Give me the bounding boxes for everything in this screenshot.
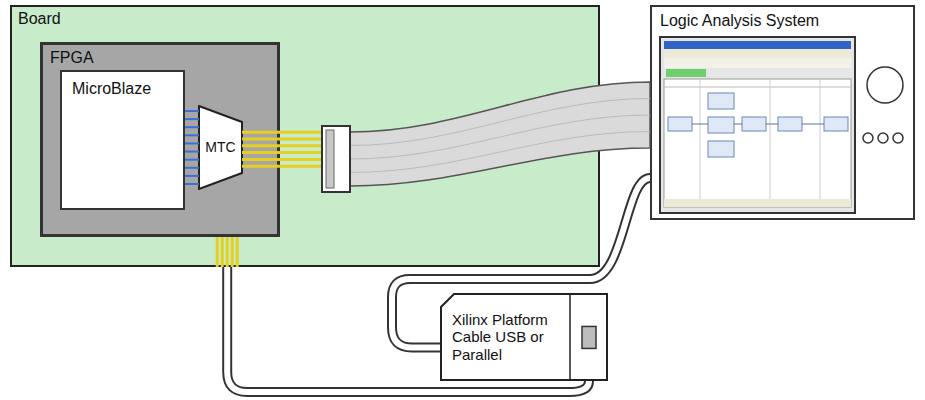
mux-trapezoid: MTC bbox=[198, 105, 243, 190]
analyzer-front-panel-part bbox=[867, 67, 903, 103]
connector bbox=[185, 111, 199, 184]
analyzer-front-panel-part bbox=[664, 58, 851, 68]
analyzer-front-panel-part bbox=[708, 141, 734, 157]
trace-line bbox=[242, 165, 322, 168]
trace-line bbox=[242, 131, 322, 134]
cable-core bbox=[392, 178, 650, 348]
node-label: Logic Analysis System bbox=[660, 12, 819, 30]
pin-line bbox=[226, 237, 229, 267]
cable-pod: Xilinx Platform Cable USB or Parallel bbox=[440, 293, 608, 381]
pin-line bbox=[231, 237, 234, 267]
pin-line bbox=[221, 237, 224, 267]
analyzer-front-panel-part bbox=[668, 117, 692, 131]
pin-line bbox=[236, 237, 239, 267]
analyzer-front-panel-part bbox=[708, 117, 734, 133]
node-label: MTC bbox=[205, 139, 235, 155]
analyzer-front-panel-part bbox=[664, 87, 851, 88]
analyzer-front-panel-part bbox=[664, 79, 851, 207]
bus-line bbox=[185, 151, 199, 153]
bus-line bbox=[185, 126, 199, 128]
connector bbox=[392, 178, 650, 348]
bus-line bbox=[185, 110, 199, 112]
analyzer-front-panel-part bbox=[660, 37, 855, 213]
analyzer-front-panel-part bbox=[700, 79, 701, 207]
trapezoid-shape bbox=[199, 106, 242, 189]
cable-outline bbox=[227, 267, 589, 392]
analyzer-front-panel-part bbox=[692, 124, 824, 125]
bus-line bbox=[185, 134, 199, 136]
analyzer-front-panel-part bbox=[664, 49, 851, 58]
pod-socket bbox=[582, 326, 596, 348]
pin-line bbox=[216, 237, 219, 267]
node-label: FPGA bbox=[50, 49, 94, 67]
ribbon-stripe bbox=[350, 132, 650, 173]
analyzer-front-panel-part bbox=[878, 133, 888, 143]
trace-line bbox=[242, 138, 322, 141]
pod-shape bbox=[441, 294, 607, 380]
analyzer-front-panel-part bbox=[664, 41, 851, 49]
board-region: BoardFPGA MicroBlazeMTC bbox=[10, 5, 600, 267]
analyzer-box: Logic Analysis System bbox=[650, 5, 915, 220]
bus-line bbox=[185, 159, 199, 161]
analyzer-front-panel-part bbox=[666, 69, 706, 77]
node-label: Xilinx Platform Cable USB or Parallel bbox=[452, 311, 562, 363]
trace-line bbox=[242, 158, 322, 161]
analyzer-front-panel-part bbox=[770, 79, 771, 207]
processor-block: MicroBlaze bbox=[60, 70, 185, 210]
cable-outline bbox=[392, 178, 650, 348]
bus-line bbox=[185, 167, 199, 169]
bus-line bbox=[185, 142, 199, 144]
analyzer-front-panel bbox=[650, 5, 915, 220]
connector bbox=[217, 237, 589, 392]
connector bbox=[242, 82, 650, 186]
pod-divider bbox=[569, 294, 571, 380]
trace-line bbox=[242, 151, 322, 154]
analyzer-front-panel-part bbox=[742, 117, 766, 131]
analyzer-front-panel-part bbox=[820, 79, 821, 207]
fpga-chip: FPGA MicroBlazeMTC bbox=[40, 42, 280, 237]
cable-core bbox=[227, 267, 589, 392]
bus-line bbox=[185, 183, 199, 185]
connector-body bbox=[322, 126, 350, 192]
ribbon-stripe bbox=[350, 99, 650, 146]
analyzer-front-panel-part bbox=[664, 199, 851, 207]
analyzer-front-panel-part bbox=[708, 93, 734, 109]
analyzer-front-panel-part bbox=[824, 117, 848, 131]
ribbon-stripe bbox=[350, 115, 650, 159]
node-label: Board bbox=[18, 10, 61, 28]
analyzer-front-panel-part bbox=[863, 133, 873, 143]
bus-line bbox=[185, 175, 199, 177]
trace-line bbox=[242, 144, 322, 147]
bus-line bbox=[185, 118, 199, 120]
analyzer-front-panel-part bbox=[778, 117, 802, 131]
analyzer-front-panel-part bbox=[893, 133, 903, 143]
connector-slot bbox=[326, 130, 334, 188]
node-label: MicroBlaze bbox=[72, 80, 151, 98]
ribbon-cable bbox=[350, 82, 650, 186]
